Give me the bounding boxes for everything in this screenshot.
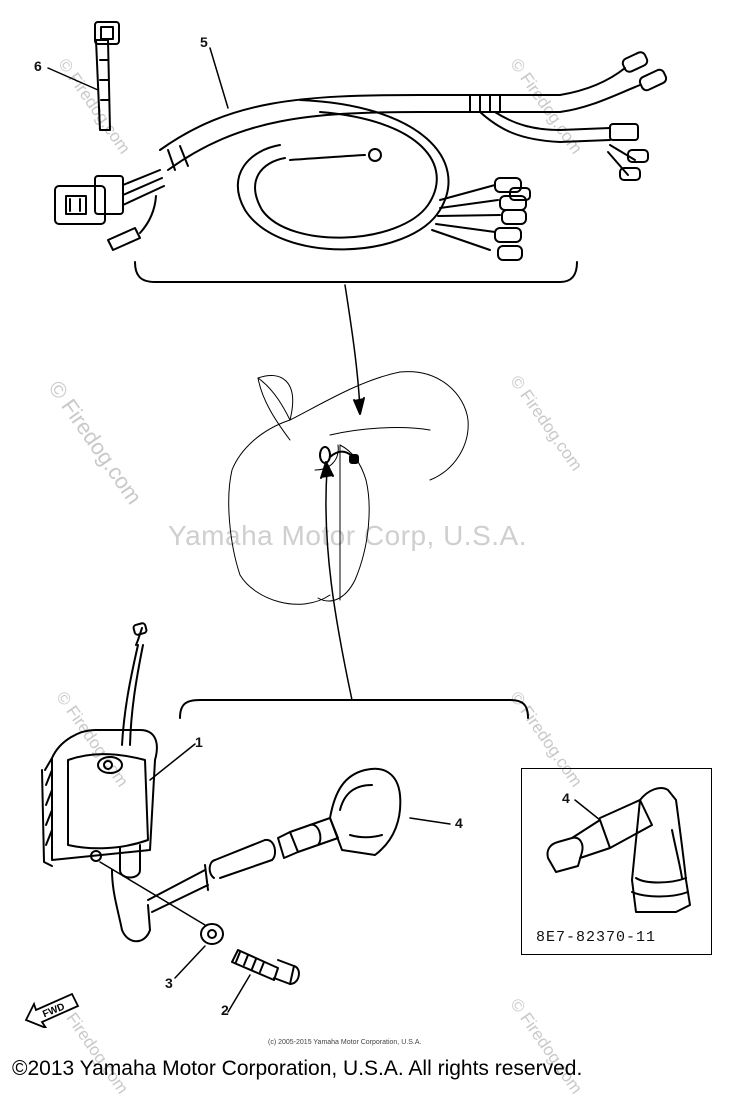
callout-4-main: 4 [455, 815, 463, 831]
small-copyright: (c) 2005-2015 Yamaha Motor Corporation, … [268, 1039, 422, 1046]
leader-6 [47, 67, 99, 91]
leader-3-top [99, 861, 206, 926]
callout-1: 1 [195, 734, 203, 750]
inset-part-number: 8E7-82370-11 [536, 929, 657, 946]
leader-4-inset [574, 799, 601, 821]
leader-5 [209, 47, 229, 109]
vehicle-frame [228, 371, 469, 605]
arrow-harness [344, 284, 361, 411]
callout-3: 3 [165, 975, 173, 991]
top-bracket [134, 261, 578, 283]
footer-copyright: ©2013 Yamaha Motor Corporation, U.S.A. A… [12, 1057, 583, 1080]
callout-5: 5 [200, 34, 208, 50]
wire-harness-part-5 [54, 51, 668, 261]
yamaha-center-watermark: Yamaha Motor Corp, U.S.A. [168, 520, 527, 551]
callout-6: 6 [34, 58, 42, 74]
leader-1 [149, 743, 196, 781]
lower-bracket [179, 699, 529, 719]
inset-box [521, 768, 712, 955]
washer-part-3 [200, 923, 224, 945]
bolt-part-2 [231, 949, 300, 985]
callout-2: 2 [221, 1002, 229, 1018]
leader-4-main [409, 817, 451, 825]
leader-3 [174, 945, 206, 979]
forward-arrow-icon: FWD [24, 992, 80, 1028]
ignition-coil-part-1 [41, 622, 277, 943]
callout-4-inset: 4 [562, 790, 570, 806]
cable-band-part-6 [94, 21, 120, 131]
plug-cap-part-4 [277, 767, 402, 859]
leader-2 [227, 974, 251, 1013]
coil-location-marker [319, 446, 359, 464]
arrow-coil [325, 469, 353, 701]
inset-plug-cap-part-4 [546, 787, 691, 913]
